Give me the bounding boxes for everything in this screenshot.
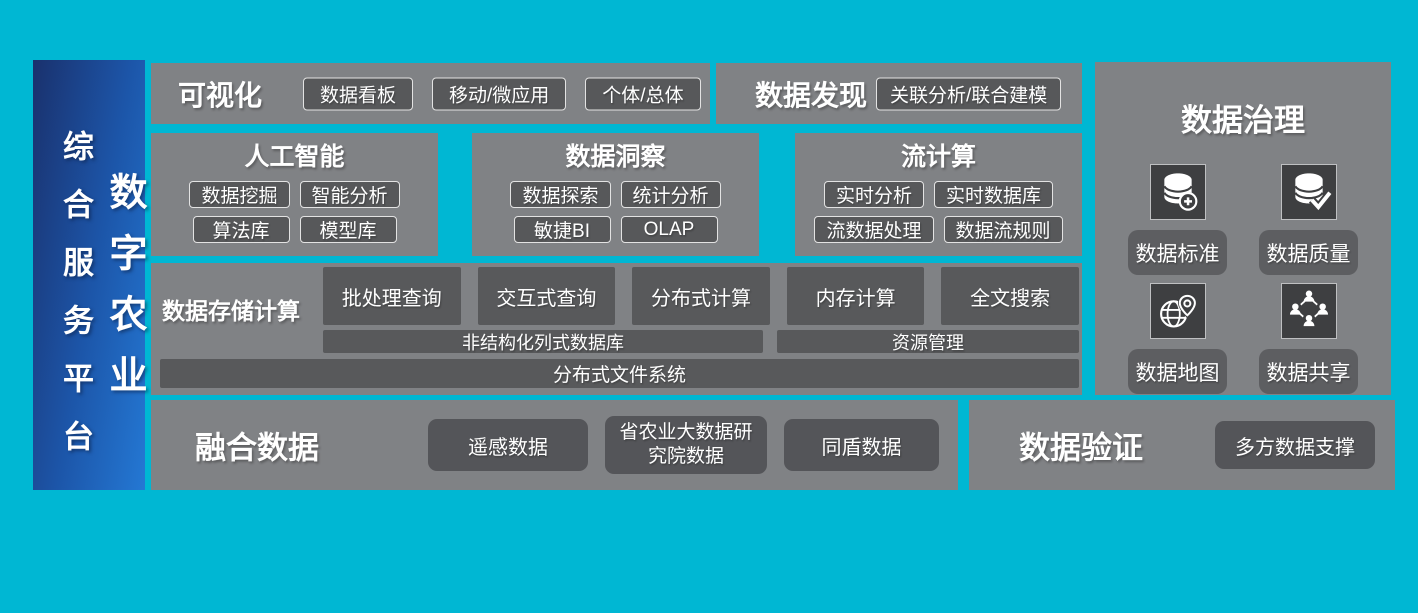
- platform-name-col1: 综合服务平台: [58, 130, 93, 478]
- chip-data-dashboard: 数据看板: [303, 77, 414, 110]
- visualization-title: 可视化: [178, 79, 263, 111]
- chip-algorithm-library: 算法库: [192, 216, 290, 243]
- chip-individual-overall: 个体/总体: [585, 77, 701, 110]
- insight-chip-row-2: 敏捷BI OLAP: [513, 216, 718, 243]
- data-verification-panel: 数据验证 多方数据支撑: [969, 400, 1395, 490]
- governance-label-data-quality: 数据质量: [1259, 230, 1358, 275]
- data-discovery-title: 数据发现: [755, 79, 868, 111]
- governance-label-data-map: 数据地图: [1128, 349, 1227, 394]
- data-governance-title: 数据治理: [1181, 103, 1305, 138]
- insight-chip-row-1: 数据探索 统计分析: [510, 181, 721, 208]
- governance-cell-map: 数据地图: [1128, 283, 1227, 394]
- chip-olap: OLAP: [620, 216, 718, 243]
- governance-label-data-standard: 数据标准: [1128, 230, 1227, 275]
- chip-realtime-database: 实时数据库: [934, 181, 1054, 208]
- governance-label-data-sharing: 数据共享: [1259, 349, 1358, 394]
- chip-multiparty-data-support: 多方数据支撑: [1215, 421, 1375, 469]
- stream-chip-row-2: 流数据处理 数据流规则: [814, 216, 1063, 243]
- ai-chip-row-1: 数据挖掘 智能分析: [189, 181, 400, 208]
- box-interactive-query: 交互式查询: [477, 267, 616, 325]
- fused-data-title: 融合数据: [195, 430, 319, 466]
- chip-intelligent-analysis: 智能分析: [299, 181, 400, 208]
- chip-model-library: 模型库: [299, 216, 397, 243]
- chip-realtime-analysis: 实时分析: [823, 181, 924, 208]
- fused-data-panel: 融合数据 遥感数据 省农业大数据研究院数据 同盾数据: [151, 400, 958, 490]
- governance-cell-share: 数据共享: [1259, 283, 1358, 394]
- governance-cell-standard: 数据标准: [1128, 164, 1227, 275]
- visualization-chips: 数据看板 移动/微应用 个体/总体: [303, 77, 701, 110]
- chip-agile-bi: 敏捷BI: [513, 216, 611, 243]
- bar-resource-management: 资源管理: [777, 330, 1079, 353]
- chip-data-exploration: 数据探索: [510, 181, 611, 208]
- ai-chip-row-2: 算法库 模型库: [192, 216, 397, 243]
- data-verification-title: 数据验证: [1019, 430, 1143, 466]
- chip-statistical-analysis: 统计分析: [620, 181, 721, 208]
- stream-computing-panel: 流计算 实时分析 实时数据库 流数据处理 数据流规则: [795, 133, 1082, 256]
- box-distributed-computing: 分布式计算: [632, 267, 770, 325]
- box-batch-query: 批处理查询: [323, 267, 461, 325]
- chip-stream-data-processing: 流数据处理: [814, 216, 934, 243]
- stream-chip-row-1: 实时分析 实时数据库: [823, 181, 1054, 208]
- bar-distributed-file-system: 分布式文件系统: [160, 359, 1079, 388]
- data-insight-panel: 数据洞察 数据探索 统计分析 敏捷BI OLAP: [472, 133, 759, 256]
- chip-data-mining: 数据挖掘: [189, 181, 290, 208]
- platform-banner: 综合服务平台 数字农业: [33, 60, 145, 490]
- chip-tongdun-data: 同盾数据: [784, 419, 939, 471]
- globe-pin-icon: [1149, 283, 1206, 339]
- box-fulltext-search: 全文搜索: [941, 267, 1079, 325]
- people-network-icon: [1280, 283, 1337, 339]
- governance-column-right: 数据质量: [1259, 164, 1358, 394]
- data-governance-panel: 数据治理 数据标准: [1095, 62, 1391, 395]
- box-in-memory-computing: 内存计算: [786, 267, 925, 325]
- database-check-icon: [1280, 164, 1337, 220]
- chip-provincial-agri-bigdata: 省农业大数据研究院数据: [605, 416, 767, 474]
- chip-remote-sensing-data: 遥感数据: [428, 419, 588, 471]
- data-insight-title: 数据洞察: [565, 143, 666, 171]
- bar-unstructured-columnar-db: 非结构化列式数据库: [323, 330, 763, 353]
- governance-grid: 数据标准 数据地图: [1095, 164, 1391, 394]
- ai-title: 人工智能: [244, 143, 345, 171]
- chip-mobile-micro-app: 移动/微应用: [432, 77, 567, 110]
- storage-computing-panel: 数据存储计算 批处理查询 交互式查询 分布式计算 内存计算 全文搜索 非结构化列…: [151, 263, 1082, 395]
- data-discovery-panel: 数据发现 关联分析/联合建模: [716, 63, 1082, 124]
- storage-computing-title: 数据存储计算: [162, 298, 300, 324]
- chip-association-analysis: 关联分析/联合建模: [876, 77, 1062, 110]
- visualization-panel: 可视化 数据看板 移动/微应用 个体/总体: [151, 63, 710, 124]
- governance-column-left: 数据标准 数据地图: [1128, 164, 1227, 394]
- chip-data-stream-rules: 数据流规则: [943, 216, 1063, 243]
- fused-data-chips: 遥感数据 省农业大数据研究院数据 同盾数据: [428, 416, 939, 474]
- ai-panel: 人工智能 数据挖掘 智能分析 算法库 模型库: [151, 133, 438, 256]
- platform-name-col2: 数字农业: [103, 172, 145, 416]
- database-add-icon: [1149, 164, 1206, 220]
- storage-compute-row: 批处理查询 交互式查询 分布式计算 内存计算 全文搜索: [323, 267, 1079, 325]
- governance-cell-quality: 数据质量: [1259, 164, 1358, 275]
- stream-computing-title: 流计算: [900, 143, 976, 171]
